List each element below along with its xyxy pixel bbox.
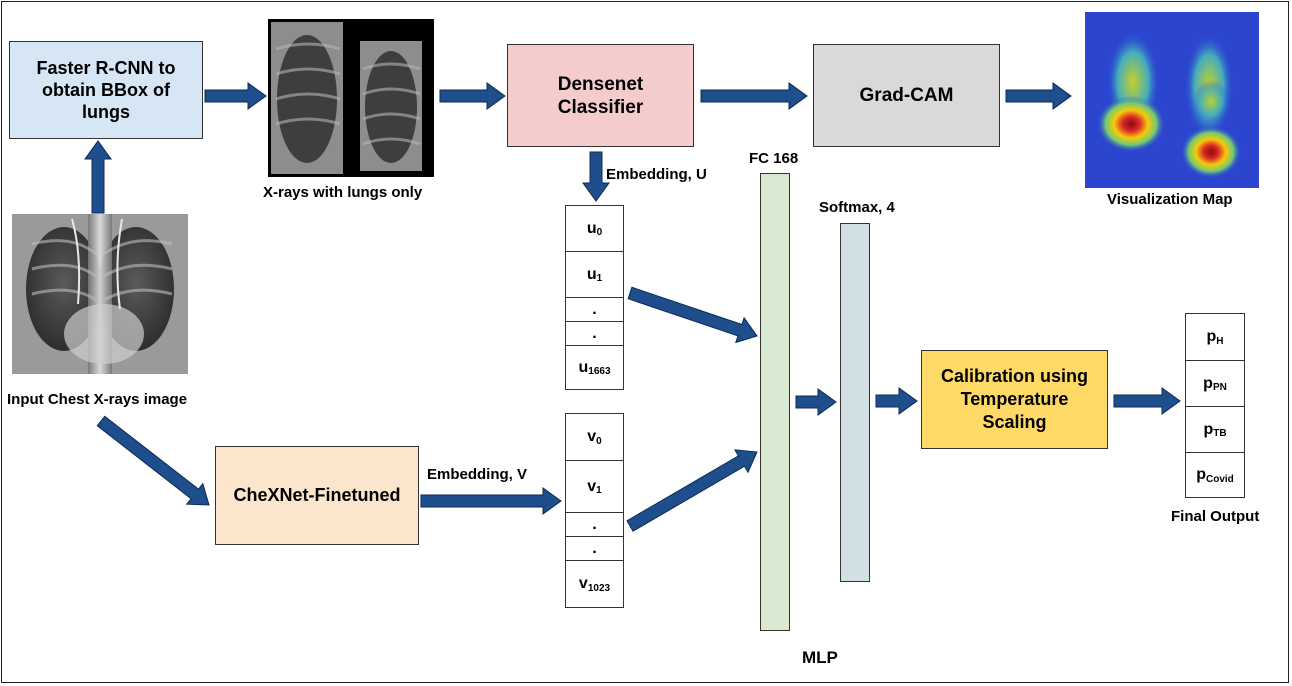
arrow-densenet-to-embedding (582, 151, 610, 202)
faster-rcnn-label: Faster R-CNN to obtain BBox of lungs (36, 58, 176, 122)
cell-base: . (592, 539, 597, 557)
cell-sub: H (1216, 335, 1224, 347)
densenet-box: Densenet Classifier (507, 44, 694, 147)
cell-base: v (578, 575, 588, 592)
arrow-gradcam-to-heatmap (1005, 82, 1072, 110)
cell-base: p (1203, 374, 1213, 392)
vector-v-cell: . (566, 537, 623, 561)
softmax-label: Softmax, 4 (819, 199, 895, 216)
cell-base: p (1203, 420, 1214, 438)
arrow-chexnet-to-vector-v (420, 487, 562, 515)
lungs-only-xray-image (268, 19, 434, 177)
cell-sub: 1023 (587, 582, 611, 594)
cell-base: v (587, 477, 597, 495)
visualization-heatmap (1085, 12, 1259, 188)
input-xray-image (12, 214, 188, 374)
vector-u-cell: . (566, 298, 623, 322)
cell-sub: 1 (596, 485, 602, 496)
cell-sub: PN (1212, 382, 1227, 393)
cell-base: . (592, 515, 597, 533)
cell-base: u (578, 358, 589, 376)
softmax-layer (840, 223, 870, 582)
cell-sub: 1 (596, 273, 603, 284)
cell-base: u (586, 219, 597, 237)
cell-base: v (587, 428, 597, 445)
cell-sub: 0 (596, 435, 602, 447)
arrow-input-to-chexnet (96, 415, 210, 506)
faster-rcnn-box: Faster R-CNN to obtain BBox of lungs (9, 41, 203, 139)
mlp-label: MLP (802, 648, 838, 667)
arrow-calibration-to-output (1113, 387, 1181, 415)
cell-base: p (1206, 328, 1217, 345)
cell-sub: 1663 (588, 366, 611, 377)
arrow-rcnn-to-lungs (204, 82, 267, 110)
cell-sub: TB (1213, 428, 1227, 439)
final-output-label: Final Output (1171, 508, 1260, 525)
cell-sub: Covid (1206, 473, 1234, 485)
densenet-label: Densenet Classifier (557, 73, 644, 118)
arrow-vector-u-to-fc (627, 286, 758, 344)
gradcam-box: Grad-CAM (813, 44, 1000, 147)
arrow-densenet-to-gradcam (700, 82, 808, 110)
cell-sub: 0 (596, 227, 603, 238)
cell-base: u (586, 265, 597, 283)
embedding-u-label: Embedding, U (606, 166, 707, 183)
calibration-label: Calibration using Temperature Scaling (940, 366, 1088, 432)
chexnet-box: CheXNet-Finetuned (215, 446, 419, 545)
fc-label: FC 168 (749, 150, 799, 167)
calibration-box: Calibration using Temperature Scaling (921, 350, 1108, 449)
vector-u-cell: . (566, 322, 623, 346)
arrow-lungs-to-densenet (439, 82, 506, 110)
arrow-softmax-to-calibration (875, 387, 918, 415)
fc-layer (760, 173, 790, 631)
cell-base: p (1196, 466, 1206, 483)
embedding-v-label: Embedding, V (427, 466, 528, 483)
visualization-map-label: Visualization Map (1107, 191, 1233, 208)
vector-v-cell: . (566, 513, 623, 537)
gradcam-label: Grad-CAM (859, 84, 954, 106)
chexnet-label: CheXNet-Finetuned (233, 485, 401, 505)
arrow-fc-to-softmax (795, 388, 837, 416)
lungs-only-label: X-rays with lungs only (263, 184, 423, 201)
cell-base: . (592, 324, 597, 342)
input-image-label: Input Chest X-rays image (7, 391, 188, 408)
arrow-vector-v-to-fc (626, 449, 758, 532)
cell-base: . (592, 300, 597, 318)
arrow-input-to-rcnn (84, 140, 112, 214)
